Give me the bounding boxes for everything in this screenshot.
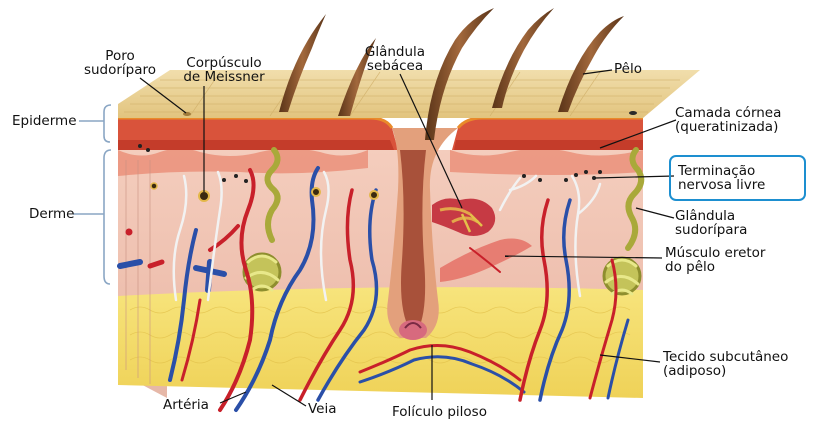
label-epiderme: Epiderme bbox=[12, 114, 77, 128]
label-arteria: Artéria bbox=[163, 398, 209, 412]
label-veia: Veia bbox=[308, 402, 337, 416]
label-foliculo-piloso: Folículo piloso bbox=[392, 405, 487, 419]
layer-brackets bbox=[73, 105, 111, 284]
subcutaneous-fat bbox=[118, 287, 643, 398]
label-derme: Derme bbox=[29, 207, 74, 221]
label-camada-cornea: Camada córnea(queratinizada) bbox=[675, 106, 781, 134]
label-pelo: Pêlo bbox=[614, 62, 642, 76]
label-tecido-subcutaneo: Tecido subcutâneo(adiposo) bbox=[663, 350, 788, 378]
